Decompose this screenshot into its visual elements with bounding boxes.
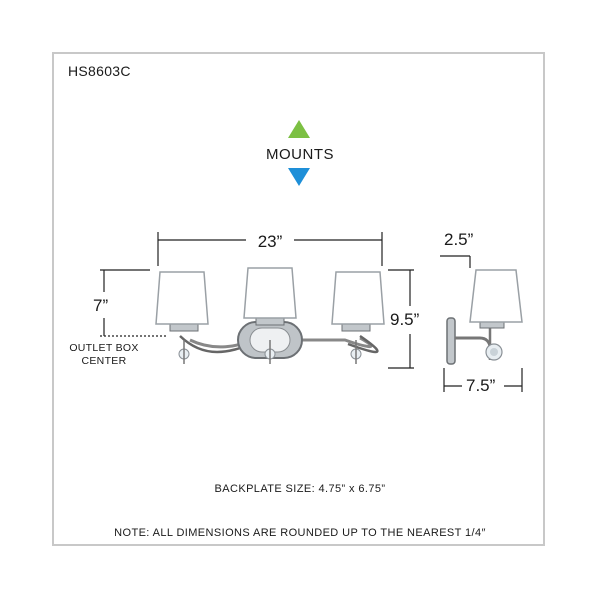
- mounts-label: MOUNTS: [266, 146, 334, 163]
- model-number: HS8603C: [68, 63, 131, 79]
- side-view-fixture: [446, 269, 523, 365]
- backplate-size: BACKPLATE SIZE: 4.75” x 6.75”: [214, 483, 386, 495]
- overall-height-dimension-line: [388, 269, 414, 369]
- mount-down-arrow-icon: [288, 168, 310, 186]
- side-depth-dimension: 7.5”: [466, 376, 496, 395]
- outlet-box-label: OUTLET BOX CENTER: [62, 342, 146, 368]
- width-dimension: 23”: [257, 232, 283, 251]
- side-depth-bottom-dimension-line: [443, 368, 523, 392]
- front-view-fixture: [155, 267, 385, 364]
- mount-up-arrow-icon: [288, 120, 310, 138]
- outlet-height-dimension-line: [100, 269, 168, 337]
- side-top-dimension: 2.5”: [444, 230, 474, 249]
- overall-height-dimension: 9.5”: [390, 310, 420, 329]
- dimension-note: NOTE: ALL DIMENSIONS ARE ROUNDED UP TO T…: [114, 527, 486, 539]
- side-depth-top-dimension-line: [440, 255, 471, 268]
- outlet-height-dimension: 7”: [93, 296, 109, 315]
- outlet-box-line1: OUTLET BOX: [69, 342, 139, 354]
- outlet-box-line2: CENTER: [81, 355, 127, 367]
- width-dimension-line: [157, 232, 383, 266]
